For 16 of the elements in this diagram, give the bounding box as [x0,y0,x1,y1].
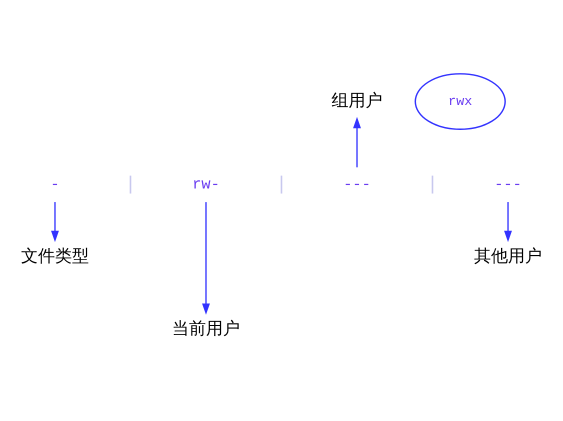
node-text: 组用户 [332,90,383,111]
label: | [279,173,284,194]
label: | [128,173,133,194]
node-text: 当前用户 [172,319,240,340]
arrow [353,116,361,168]
arrow [202,202,210,315]
node-text: 文件类型 [20,246,89,267]
node-text: --- [494,175,522,194]
node-text: rw- [192,175,220,194]
node-ellipse: rwx [414,73,506,130]
node-text: --- [343,175,371,194]
label: | [430,173,435,194]
node-text: - [50,175,60,194]
arrow [504,202,512,242]
arrow [51,202,59,242]
node-text: 其他用户 [474,246,542,267]
